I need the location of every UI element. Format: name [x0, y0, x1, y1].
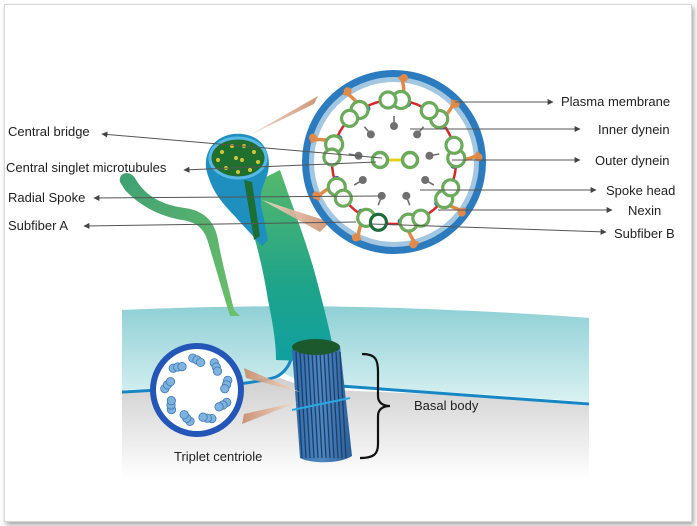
subfiber-a: [339, 108, 360, 128]
outer-dynein-head: [409, 240, 418, 249]
centriole-microtubule: [177, 361, 187, 372]
stub-face-ring: [208, 136, 268, 180]
spoke-head: [413, 130, 422, 139]
stub-dots: [216, 144, 260, 174]
label-radial-spoke: Radial Spoke: [8, 190, 86, 205]
centriole-microtubule: [166, 396, 176, 406]
centriole-microtubule: [165, 377, 176, 387]
stub-inner: [244, 180, 260, 240]
centriole-microtubule: [212, 366, 223, 376]
basal-body-microtubule: [299, 351, 307, 459]
spoke-head: [377, 191, 386, 200]
outer-dynein-head: [309, 133, 318, 142]
label-nexin: Nexin: [628, 203, 662, 218]
label-triplet-centriole: Triplet centriole: [174, 449, 263, 464]
subfiber-a: [322, 147, 342, 167]
spoke-head: [358, 176, 367, 184]
centriole-microtubule: [220, 384, 230, 394]
spoke-head: [366, 130, 375, 139]
flagellum-tail: [119, 173, 240, 316]
zoom-cone-centriole-upper: [244, 368, 300, 392]
zoom-cone-axoneme: [248, 96, 318, 136]
label-central-bridge: Central bridge: [8, 124, 90, 139]
zoom-cone-axoneme-lower: [262, 200, 330, 232]
subfiber-a: [411, 208, 431, 228]
label-inner-dynein: Inner dynein: [598, 122, 670, 137]
label-basal-body: Basal body: [414, 398, 479, 413]
spoke-head: [402, 191, 411, 200]
basal-body-microtubule: [303, 351, 311, 459]
spoke-head: [421, 176, 430, 184]
outer-dynein-head: [312, 191, 321, 200]
subfiber-a: [368, 212, 389, 232]
spoke-head: [390, 122, 398, 130]
outer-dynein-head: [343, 87, 352, 96]
label-central-singlet-microtubules: Central singlet microtubules: [6, 160, 167, 175]
leader-lines: [83, 99, 613, 235]
basal-body-bracket: [359, 352, 391, 460]
zoom-cone-centriole-lower: [242, 402, 298, 424]
outer-dynein-head: [457, 208, 466, 217]
centriole-microtubule: [196, 357, 206, 368]
subfiber-a: [378, 90, 398, 110]
subfiber-a: [333, 188, 353, 208]
outer-dynein-head: [474, 153, 483, 162]
subfiber-a: [419, 101, 439, 121]
spoke-head: [425, 151, 434, 160]
label-subfiber-a: Subfiber A: [8, 218, 68, 233]
cilium-shaft: [240, 170, 336, 362]
basal-body: [291, 339, 352, 463]
subfiber-a: [444, 135, 464, 155]
basal-body-microtubule: [323, 351, 331, 459]
label-plasma-membrane: Plasma membrane: [561, 94, 671, 109]
basal-body-microtubule: [307, 351, 315, 459]
centriole-microtubule: [198, 412, 208, 422]
centriole-cross-section: [150, 343, 244, 437]
label-outer-dynein: Outer dynein: [595, 153, 670, 168]
basal-body-microtubule: [335, 351, 343, 459]
axoneme-cross-section: [302, 70, 486, 254]
basal-body-microtubule: [327, 351, 335, 459]
outer-dynein-head: [351, 233, 360, 242]
centriole-microtubule: [179, 410, 189, 420]
centriole-microtubule: [214, 402, 224, 412]
basal-body-microtubule: [319, 351, 327, 459]
label-spoke-head: Spoke head: [606, 183, 676, 198]
outer-dynein-head: [400, 74, 408, 82]
basal-body-microtubule: [331, 351, 339, 459]
outer-dynein-head: [451, 100, 460, 109]
subfiber-a: [441, 178, 461, 198]
basal-body-microtubule: [295, 351, 303, 459]
basal-body-microtubule: [339, 351, 347, 459]
label-subfiber-b: Subfiber B: [614, 226, 675, 241]
